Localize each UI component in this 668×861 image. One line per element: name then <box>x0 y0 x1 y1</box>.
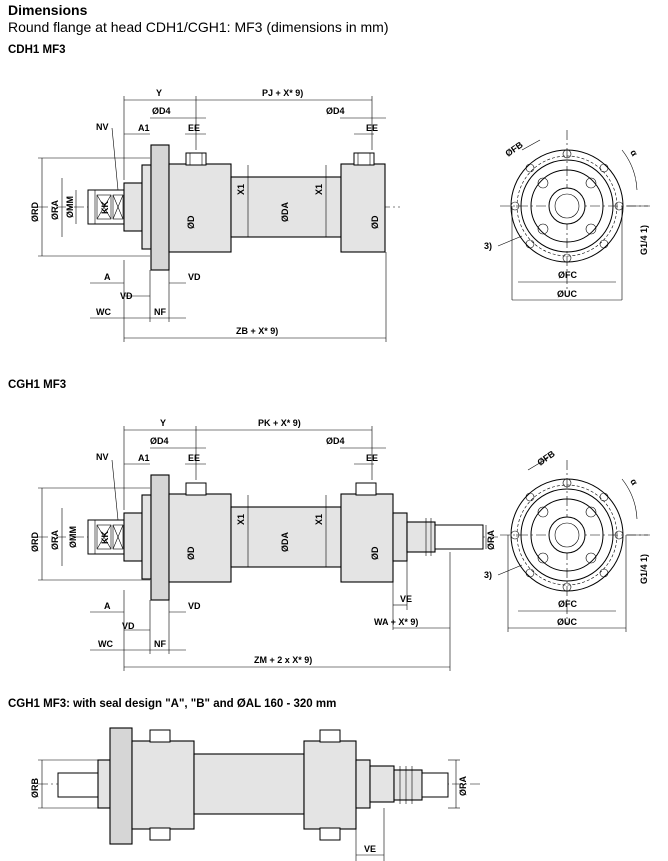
page-subtitle: Round flange at head CDH1/CGH1: MF3 (dim… <box>8 19 389 35</box>
flange2-g: G1/4 1) <box>639 554 649 584</box>
flange2-note: 3) <box>484 570 492 580</box>
dim-d-cap-2: ØD <box>370 546 380 560</box>
dim-d4-cap: ØD4 <box>326 106 345 116</box>
dim-ra-2: ØRA <box>50 530 60 551</box>
section-title-cgh1: CGH1 MF3 <box>8 379 67 391</box>
dim-y: Y <box>156 88 162 98</box>
dim-da-2: ØDA <box>280 532 290 553</box>
dim-nf: NF <box>154 307 166 317</box>
dim-vd-right-2: VD <box>188 601 201 611</box>
dim-ve-2: VE <box>400 594 412 604</box>
dim-rb-3: ØRB <box>30 778 40 799</box>
dim-ee-cap: EE <box>366 123 378 133</box>
dim-d-head-2: ØD <box>186 546 196 560</box>
dim-pj: PJ + X* 9) <box>262 88 303 98</box>
dim-kk: KK <box>100 201 110 214</box>
flange1-g: G1/4 1) <box>639 225 649 255</box>
dim-x1-head-2: X1 <box>236 514 246 525</box>
dim-ra: ØRA <box>50 200 60 221</box>
dim-a1: A1 <box>138 123 150 133</box>
dim-ve-3: VE <box>364 844 376 854</box>
dim-a1-2: A1 <box>138 453 150 463</box>
flange2-fc: ØFC <box>558 599 577 609</box>
section-title-cgh1-seal: CGH1 MF3: with seal design "A", "B" and … <box>8 698 337 710</box>
dim-a: A <box>104 272 111 282</box>
dim-d4-cap-2: ØD4 <box>326 436 345 446</box>
dim-mm-2: ØMM <box>68 526 78 548</box>
dim-wa-2: WA + X* 9) <box>374 617 418 627</box>
dim-wc-2: WC <box>98 639 113 649</box>
dim-x1-head: X1 <box>236 184 246 195</box>
dim-wc: WC <box>96 307 111 317</box>
dim-rd: ØRD <box>30 202 40 223</box>
flange1-uc: ØUC <box>557 289 578 299</box>
dim-mm: ØMM <box>65 196 75 218</box>
dim-rd-2: ØRD <box>30 532 40 553</box>
dim-zb: ZB + X* 9) <box>236 326 278 336</box>
dim-nv: NV <box>96 122 109 132</box>
dim-nv-2: NV <box>96 452 109 462</box>
dim-kk-2: KK <box>100 531 110 544</box>
dim-d4-head-2: ØD4 <box>150 436 169 446</box>
dim-a-2: A <box>104 601 111 611</box>
dim-vd-left: VD <box>120 291 133 301</box>
dim-d-cap: ØD <box>370 215 380 229</box>
dim-ra-rod-2: ØRA <box>486 530 496 551</box>
dim-x1-cap: X1 <box>314 184 324 195</box>
dim-da: ØDA <box>280 202 290 223</box>
page-title: Dimensions <box>8 2 88 18</box>
dim-nf-2: NF <box>154 639 166 649</box>
dim-d-head: ØD <box>186 215 196 229</box>
flange2-alpha: α <box>628 477 640 487</box>
dim-x1-cap-2: X1 <box>314 514 324 525</box>
flange2-uc: ØUC <box>557 617 578 627</box>
section-title-cdh1: CDH1 MF3 <box>8 44 66 56</box>
flange1-note: 3) <box>484 241 492 251</box>
dim-vd-right: VD <box>188 272 201 282</box>
dim-ee-cap-2: EE <box>366 453 378 463</box>
dim-y-2: Y <box>160 418 166 428</box>
flange1-fc: ØFC <box>558 270 577 280</box>
dim-ee-head-2: EE <box>188 453 200 463</box>
dim-ra-3: ØRA <box>458 776 468 797</box>
flange1-alpha: α <box>628 148 640 158</box>
dim-vd-left-2: VD <box>122 621 135 631</box>
dim-pk: PK + X* 9) <box>258 418 301 428</box>
dim-zm-2: ZM + 2 x X* 9) <box>254 655 312 665</box>
dim-ee-head: EE <box>188 123 200 133</box>
dim-d4-head: ØD4 <box>152 106 171 116</box>
